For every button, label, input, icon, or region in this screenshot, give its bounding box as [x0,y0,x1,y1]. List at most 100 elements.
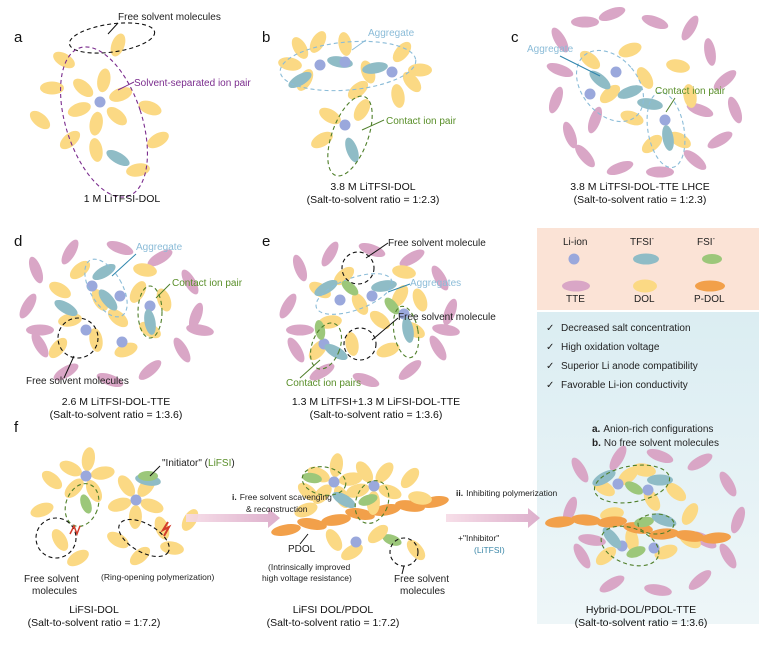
panel-b-aggregate-label: Aggregate [368,28,415,39]
tte-molecule-138 [286,324,314,336]
panel-letter-a: a [14,29,23,46]
tte-molecule-133 [442,298,458,326]
legend-dol-label: DOL [634,294,655,305]
panel-f-middle-cip2-outline-241 [354,480,390,524]
panel-b-contact-outline-44 [327,95,373,177]
step-ii-arrow-292 [446,508,540,528]
dol-molecule-215 [338,472,363,486]
legend-li-ion-label: Li-ion [563,237,587,248]
dol-molecule-236 [367,524,389,544]
tte-molecule-58 [683,150,707,170]
tte-molecule-248 [599,575,625,593]
tfsi-anion-153 [314,279,338,297]
tte-molecule-247 [573,543,591,569]
dol-molecule-146 [345,332,359,356]
tte-molecule-136 [358,242,386,258]
hybrid-top-outline-288 [593,464,671,504]
panel-d-contact-outline-121 [137,285,163,339]
annotation-layer [35,22,686,575]
panel-f-middle-cip-outline-240 [301,466,347,496]
checklist-item-3: Superior Li anode compatibility [561,361,698,372]
li-ion-117 [80,324,92,336]
tte-molecule-53 [681,15,699,41]
panel-a-free-solvent-label: Free solvent molecules [118,12,221,23]
dol-molecule-21 [291,37,309,59]
legend-fsi-label: FSI- [697,236,716,248]
tte-molecule-97 [26,324,54,336]
legend-tfsi-sup: - [652,236,655,243]
checklist-mark-2: ✓ [546,342,554,353]
tte-molecule-139 [432,324,460,336]
dol-molecule-227 [297,482,319,502]
dol-molecule-12 [89,138,103,162]
fsi-anion-157 [384,297,400,315]
panel-f-step1-text: Free solvent scavenging [240,492,332,502]
dol-molecule-197 [107,531,129,549]
dol-molecule-193 [67,549,89,567]
dol-molecule-263 [665,482,687,502]
pdol-segment-271 [571,514,601,526]
li-ion-183 [80,470,92,482]
tte-molecule-131 [398,360,422,380]
tfsi-anion-283 [602,527,622,549]
tte-molecule-98 [186,324,214,336]
panel-f-inhibitor-prefix: +"Inhibitor" [458,533,499,543]
panel-c-caption-1: 3.8 M LiTFSI-DOL-TTE LHCE [570,181,709,193]
li-ion-234 [350,536,362,548]
panel-d-aggregate-outline-120 [84,258,128,318]
dol-molecule-176 [633,279,657,293]
panel-a-caption: 1 M LiTFSI-DOL [84,193,161,205]
panel-b-aggregate-outline-43 [279,40,417,92]
dol-molecule-99 [49,281,71,299]
legend-tfsi-text: TFSI [630,237,652,248]
legend-fsi-sup: - [713,236,716,243]
tfsi-anion-173 [633,253,659,265]
fsi-anion-231 [302,472,322,484]
hybrid-point-b-letter: b. [592,438,601,449]
panel-d-aggregate-label: Aggregate [136,242,183,253]
tte-molecule-56 [727,96,743,124]
dol-molecule-76 [641,134,663,154]
tte-molecule-251 [719,543,737,569]
panel-e-free-top-pointer-168 [365,242,389,259]
hybrid-point-a-letter: a. [592,424,601,435]
panel-e-aggregates-pointer-169 [387,283,411,293]
tte-molecule-52 [641,14,669,30]
tfsi-anion-37 [288,71,312,89]
panel-e-caption-1: 1.3 M LiTFSI+1.3 M LiFSI-DOL-TTE [292,396,460,408]
tte-molecule-91 [173,337,191,363]
tte-molecule-62 [546,62,574,78]
tte-molecule-126 [292,254,308,282]
panel-d-free-solvent-label: Free solvent molecules [26,376,129,387]
tte-molecule-258 [578,534,606,546]
panel-f-step1-line2: & reconstruction [246,504,308,514]
checklist: ✓ Decreased salt concentration ✓ High ox… [546,323,698,391]
dol-molecule-269 [595,546,617,566]
fsi-anion-194 [80,494,92,514]
li-ion-6 [94,96,106,108]
li-ion-78 [659,114,671,126]
panel-f-initiator-pointer-207 [149,465,161,477]
panel-f-caption-left-2: (Salt-to-solvent ratio = 1:7.2) [28,617,161,629]
panel-f-free-left-outline-202 [35,517,77,559]
tte-molecule-96 [61,239,79,265]
step-i-arrow-291 [186,508,280,528]
lightning-bolt-right-206 [160,521,172,537]
dol-molecule-40 [319,107,341,125]
dol-molecule-182 [81,447,96,472]
dol-molecule-2 [89,111,103,136]
panel-f-pdol-note-1: (Intrinsically improved [268,562,350,572]
dol-molecule-225 [375,462,394,483]
fsi-anion-235 [382,534,402,546]
tte-molecule-87 [31,332,49,358]
panel-f-initiator-suffix: ) [231,458,234,469]
dol-molecule-22 [309,31,327,53]
panel-c-contact-label: Contact ion pair [655,86,726,97]
dol-molecule-35 [391,84,405,108]
li-ion-70 [610,66,622,78]
dol-molecule-28 [338,32,352,56]
panel-d-contact-label: Contact ion pair [172,278,243,289]
panel-e-contact-left-outline-164 [309,322,343,370]
tte-molecule-63 [587,106,603,134]
dol-molecule-178 [90,466,115,480]
